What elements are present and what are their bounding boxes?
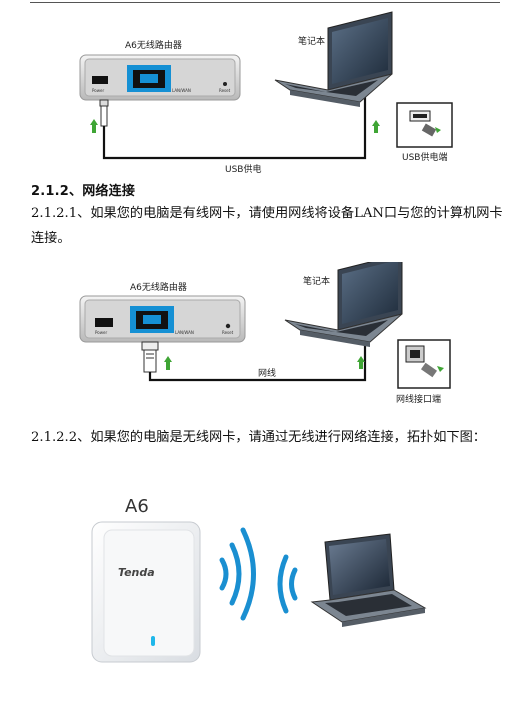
figure-wired-connection-diagram: A6无线路由器 Power LAN/WAN Reset 网线 笔记本 网线接口端 [79, 262, 451, 405]
tenda-logo: Tenda [118, 566, 155, 579]
router-label: A6无线路由器 [125, 39, 182, 51]
svg-text:Reset: Reset [222, 330, 234, 335]
top-rule [30, 2, 500, 3]
laptop-icon: 笔记本 [284, 262, 403, 347]
svg-text:Power: Power [95, 330, 107, 335]
router-device: Power LAN/WAN Reset [79, 54, 241, 101]
arrow-up-icon [90, 119, 98, 133]
arrow-up-icon [357, 356, 365, 369]
usb-plug-icon [99, 99, 109, 127]
model-label: A6 [125, 496, 149, 517]
router-device: Power LAN/WAN Reset [79, 295, 246, 343]
router-label: A6无线路由器 [130, 281, 187, 293]
usb-inset-box: USB供电端 [396, 102, 453, 163]
paragraph-wireless: 2.1.2.2、如果您的电脑是无线网卡，请通过无线进行网络连接，拓扑如下图： [31, 430, 486, 445]
reset-button-icon [225, 323, 231, 329]
section-heading: 2.1.2、网络连接 [31, 184, 136, 199]
power-port-icon [95, 318, 113, 327]
reset-button-icon [223, 82, 227, 86]
wifi-signal-icon [219, 527, 256, 621]
laptop-icon: 笔记本 [274, 11, 393, 107]
svg-text:LAN/WAN: LAN/WAN [172, 88, 191, 93]
ethernet-inset-box: 网线接口端 [396, 339, 451, 405]
power-port-icon [92, 76, 108, 84]
inset-label: 网线接口端 [396, 393, 441, 405]
figure-wireless-connection-diagram: A6 Tenda [91, 496, 427, 663]
cable-label: USB供电 [225, 163, 261, 175]
paragraph-wired: 2.1.2.1、如果您的电脑是有线网卡，请使用网线将设备LAN口与您的计算机网卡… [31, 206, 503, 246]
a6-router-device: Tenda [91, 521, 201, 663]
notebook-label: 笔记本 [298, 35, 325, 47]
inset-label: USB供电端 [402, 151, 447, 163]
arrow-up-icon [372, 120, 380, 133]
notebook-label: 笔记本 [303, 275, 330, 287]
rj45-plug-icon [141, 341, 159, 373]
svg-text:Power: Power [92, 88, 104, 93]
laptop-icon [310, 533, 427, 627]
status-led-icon [151, 636, 155, 646]
figure-usb-power-diagram: A6无线路由器 Power LAN/WAN Reset USB供电 笔记本 [79, 11, 453, 175]
ethernet-cable [148, 342, 367, 382]
svg-text:LAN/WAN: LAN/WAN [175, 330, 194, 335]
cable-label: 网线 [258, 367, 276, 379]
svg-text:Reset: Reset [219, 88, 231, 93]
wifi-signal-icon [277, 554, 298, 614]
usb-cable [102, 96, 367, 160]
arrow-up-icon [164, 356, 172, 370]
